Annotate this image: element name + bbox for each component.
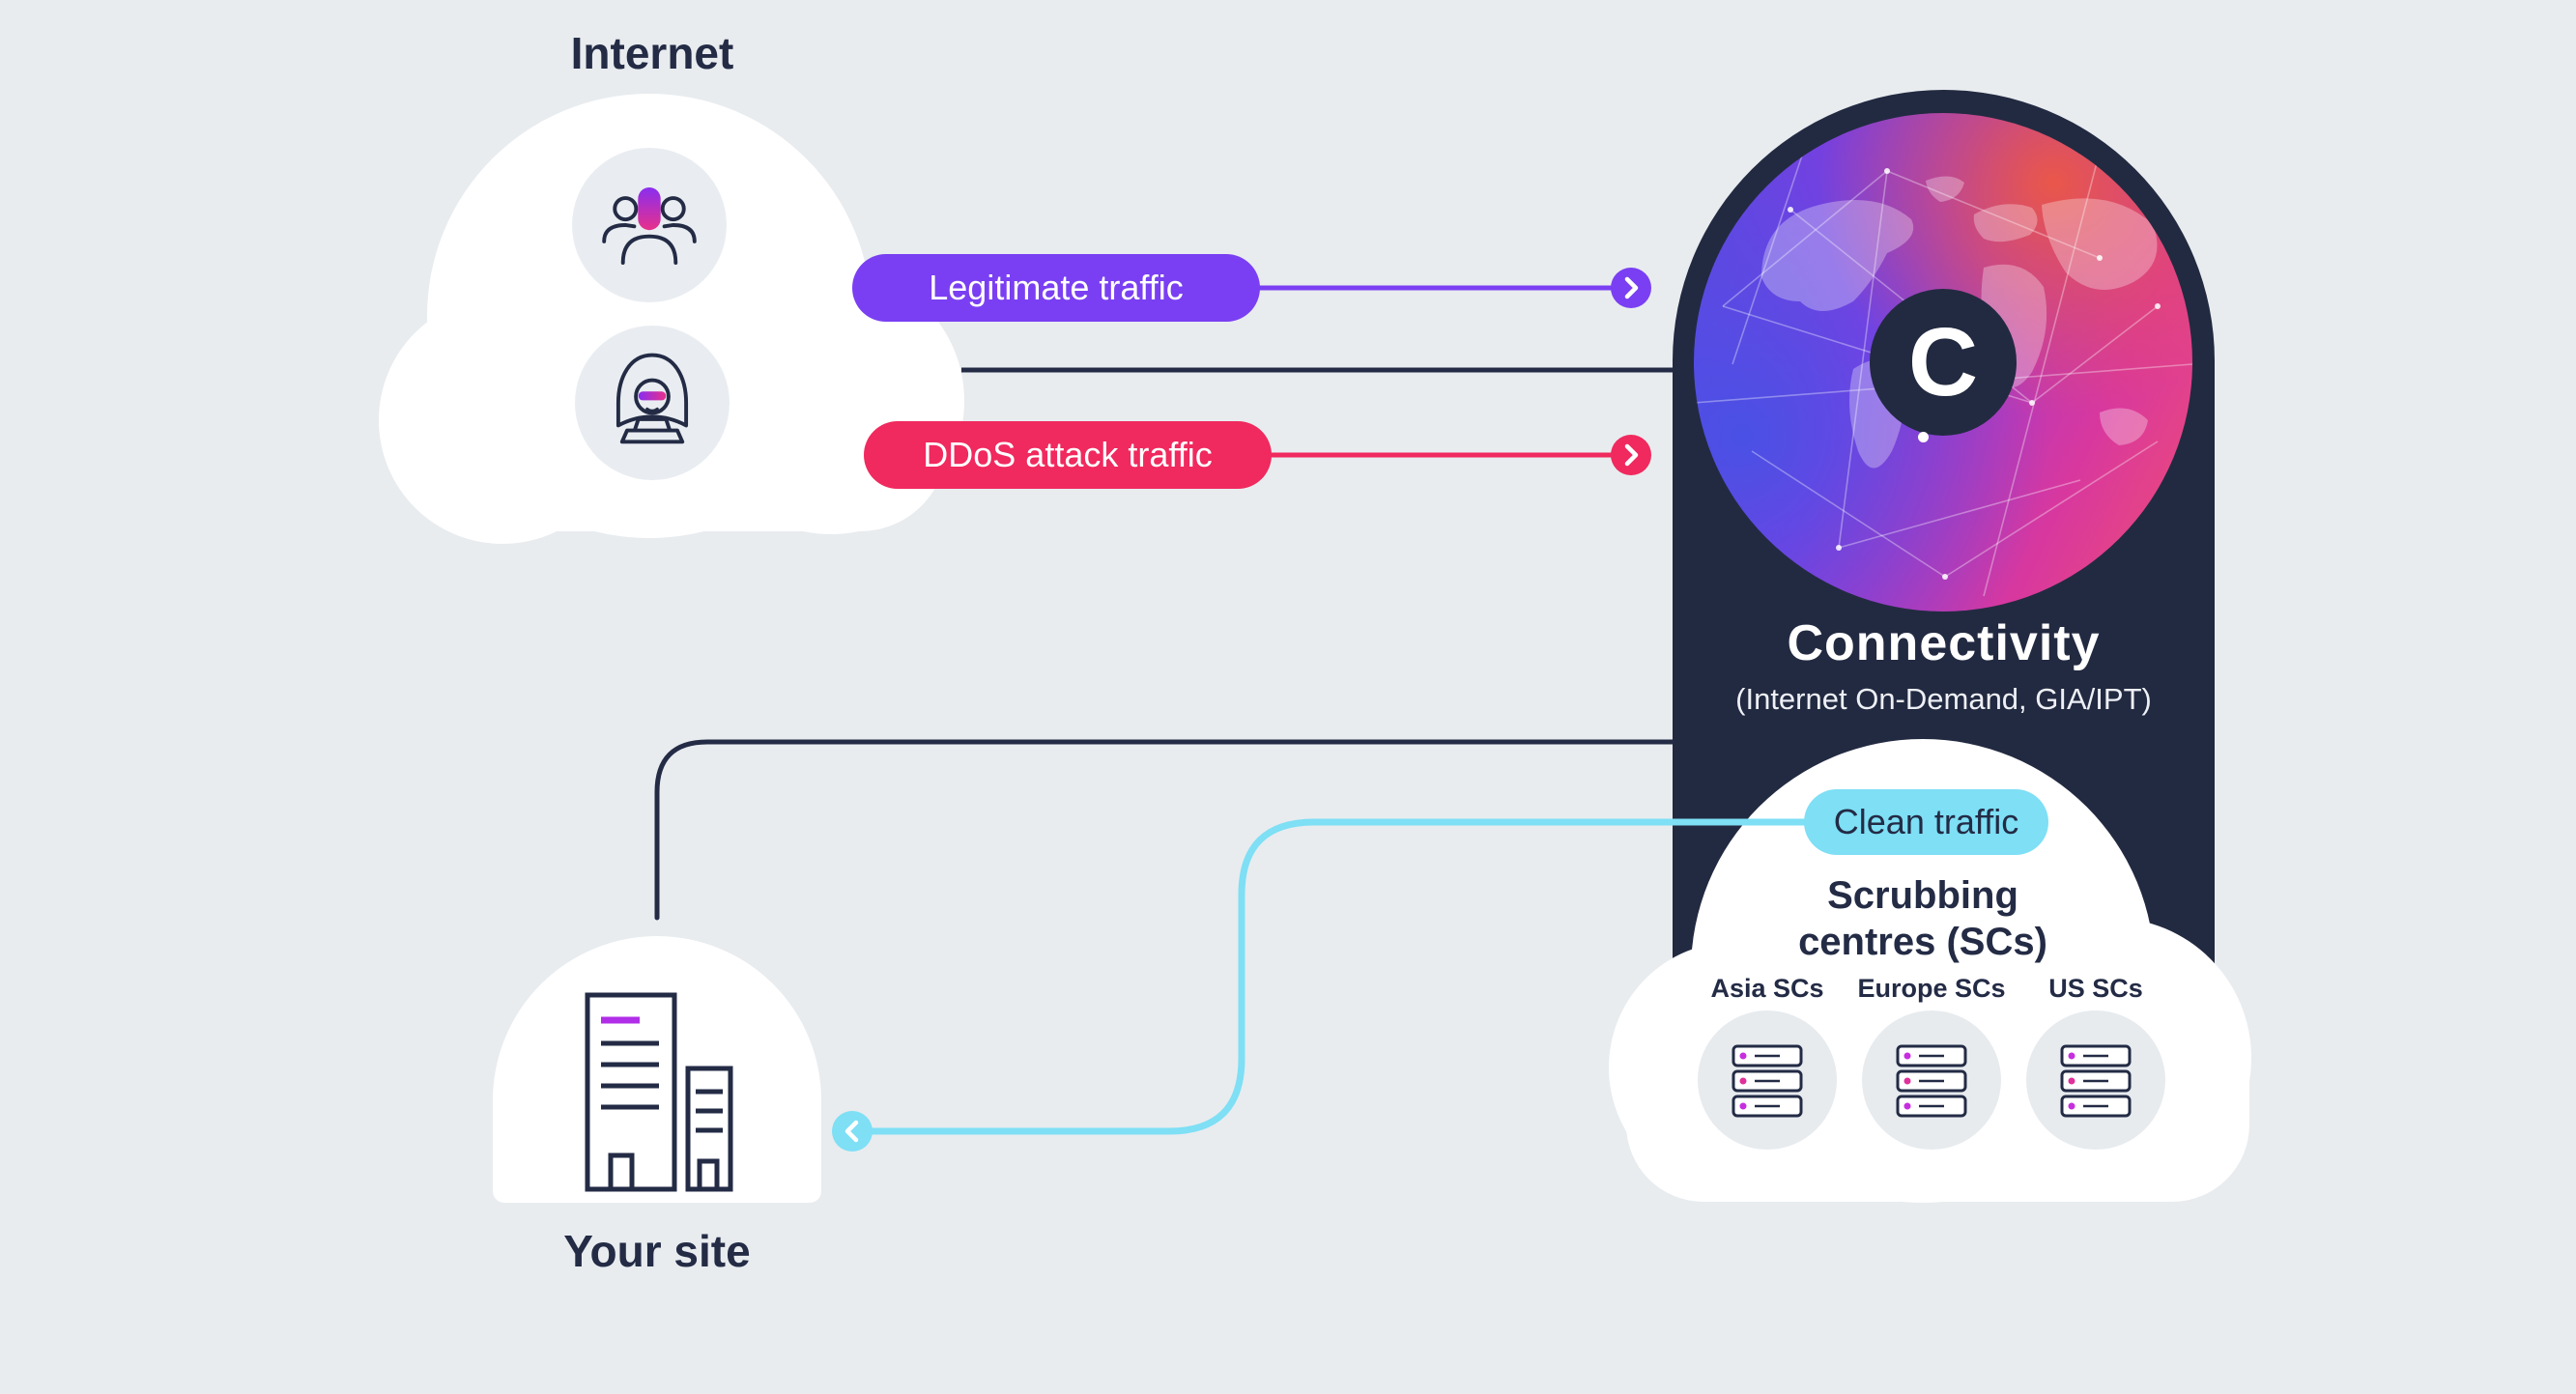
connectivity-title: Connectivity [1787, 615, 2101, 671]
ddos-attack-traffic-pill: DDoS attack traffic [864, 421, 1272, 489]
your-site-shape [493, 936, 821, 1203]
clean-traffic-pill: Clean traffic [1804, 789, 2048, 855]
legitimate-traffic-pill: Legitimate traffic [852, 254, 1260, 322]
your-site-label: Your site [563, 1226, 751, 1276]
logo-dot [1918, 432, 1929, 442]
scrubbing-title: Scrubbing centres (SCs) [1701, 872, 2145, 965]
server-icon [2060, 1044, 2132, 1118]
sc-servers-us [2026, 1010, 2165, 1150]
hacker-icon [575, 326, 730, 480]
server-icon [1896, 1044, 1967, 1118]
scrubbing-title-line2: centres (SCs) [1798, 921, 2047, 963]
server-icon [1732, 1044, 1803, 1118]
chevron-right-icon [1611, 268, 1651, 308]
chevron-left-icon [832, 1111, 873, 1152]
globe-image: C [1694, 113, 2192, 612]
sc-label-europe: Europe SCs [1857, 974, 2006, 1003]
sc-label-us: US SCs [2048, 974, 2143, 1003]
sc-servers-europe [1862, 1010, 2001, 1150]
building-icon [580, 987, 734, 1200]
chevron-right-icon [1611, 435, 1651, 475]
internet-label: Internet [570, 28, 734, 78]
sc-servers-asia [1698, 1010, 1837, 1150]
c-logo: C [1870, 289, 2017, 436]
connectivity-subtitle: (Internet On-Demand, GIA/IPT) [1735, 682, 2152, 716]
scrubbing-title-line1: Scrubbing [1827, 874, 2018, 917]
users-icon [572, 148, 727, 302]
